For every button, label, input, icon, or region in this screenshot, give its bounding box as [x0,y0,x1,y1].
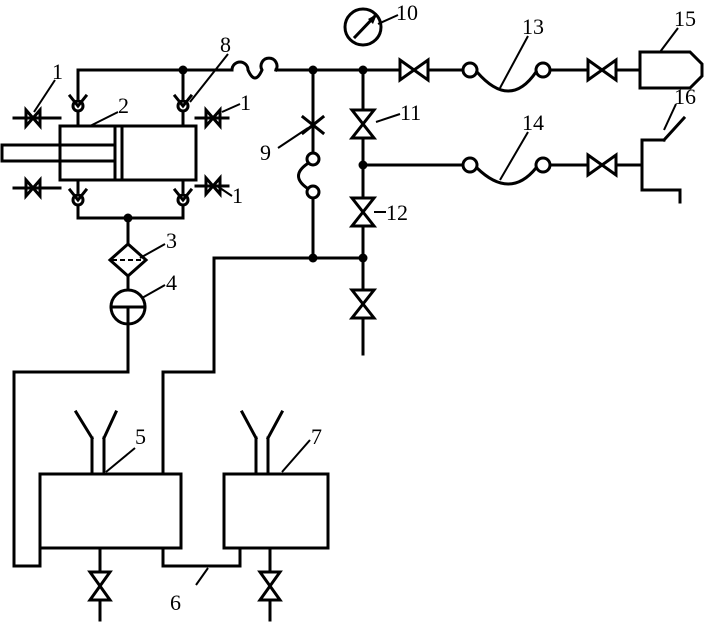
check-valve-bottom-left [67,178,89,220]
leader-lines [33,14,679,586]
label-6: 6 [170,590,181,615]
cylinder [0,124,198,182]
label-2: 2 [118,93,129,118]
bypass-branch [297,68,326,260]
label-14: 14 [522,110,544,135]
return-pipe [161,253,368,476]
check-valve-bottom-right [172,178,194,220]
nozzle [638,50,704,90]
label-7: 7 [311,424,322,449]
label-3: 3 [166,228,177,253]
check-valve-top-left [67,93,89,128]
label-9: 9 [260,140,271,165]
label-11: 11 [400,100,421,125]
side-valve-lower-right [194,174,230,198]
label-10: 10 [396,0,418,25]
label-1-upper-left: 1 [52,59,63,84]
filter [107,241,149,292]
check-valve-top-right [172,93,194,128]
label-8: 8 [220,32,231,57]
side-valve-upper-left [12,106,62,130]
tank-right [222,409,330,622]
label-16: 16 [674,84,696,109]
label-13: 13 [522,14,544,39]
label-4: 4 [166,270,177,295]
label-1-lower-right: 1 [232,183,243,208]
side-valve-upper-right [194,106,230,130]
label-15: 15 [674,6,696,31]
label-1-upper-right: 1 [240,90,251,115]
spray-gun [640,115,687,204]
vertical-main-line [348,68,378,356]
tank-left [38,409,242,622]
pressure-gauge [343,7,383,47]
label-5: 5 [135,424,146,449]
top-pipe [76,56,642,100]
flow-meter [12,288,147,568]
upper-hose-line [398,57,618,93]
lower-hose-line [361,152,644,186]
side-valve-lower-left [12,176,62,200]
label-12: 12 [386,200,408,225]
cylinder-suction-pipe [76,213,185,246]
